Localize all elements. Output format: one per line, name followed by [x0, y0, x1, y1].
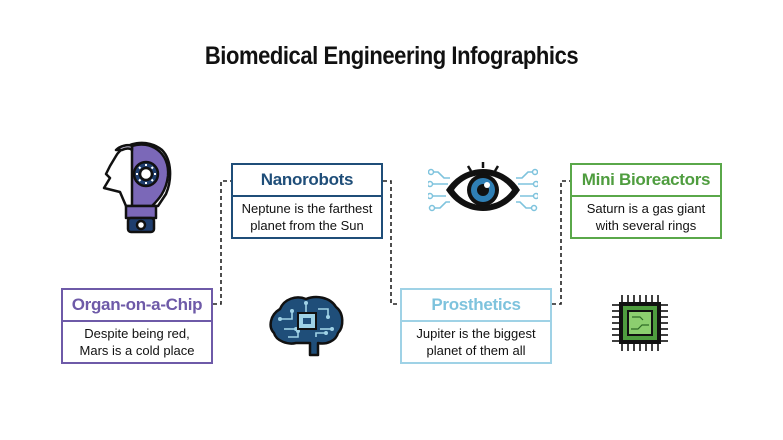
connector-organ-nano	[213, 180, 231, 305]
card-organ-on-a-chip: Organ-on-a-Chip Despite being red, Mars …	[61, 288, 213, 364]
eye-circuit-icon	[428, 162, 538, 212]
brain-circuit-icon	[269, 295, 344, 357]
card-title: Mini Bioreactors	[570, 163, 722, 197]
page-title: Biomedical Engineering Infographics	[204, 42, 579, 70]
card-mini-bioreactors: Mini Bioreactors Saturn is a gas giant w…	[570, 163, 722, 239]
card-text: Neptune is the farthest planet from the …	[231, 197, 383, 239]
card-text: Jupiter is the biggest planet of them al…	[400, 322, 552, 364]
card-title: Organ-on-a-Chip	[61, 288, 213, 322]
connector-nano-prost	[383, 180, 400, 305]
card-title: Nanorobots	[231, 163, 383, 197]
card-title: Prosthetics	[400, 288, 552, 322]
connector-prost-mini	[552, 180, 570, 305]
card-prosthetics: Prosthetics Jupiter is the biggest plane…	[400, 288, 552, 364]
card-text: Despite being red, Mars is a cold place	[61, 322, 213, 364]
robot-head-icon	[102, 141, 172, 234]
card-text: Saturn is a gas giant with several rings	[570, 197, 722, 239]
microchip-icon	[612, 295, 668, 351]
card-nanorobots: Nanorobots Neptune is the farthest plane…	[231, 163, 383, 239]
